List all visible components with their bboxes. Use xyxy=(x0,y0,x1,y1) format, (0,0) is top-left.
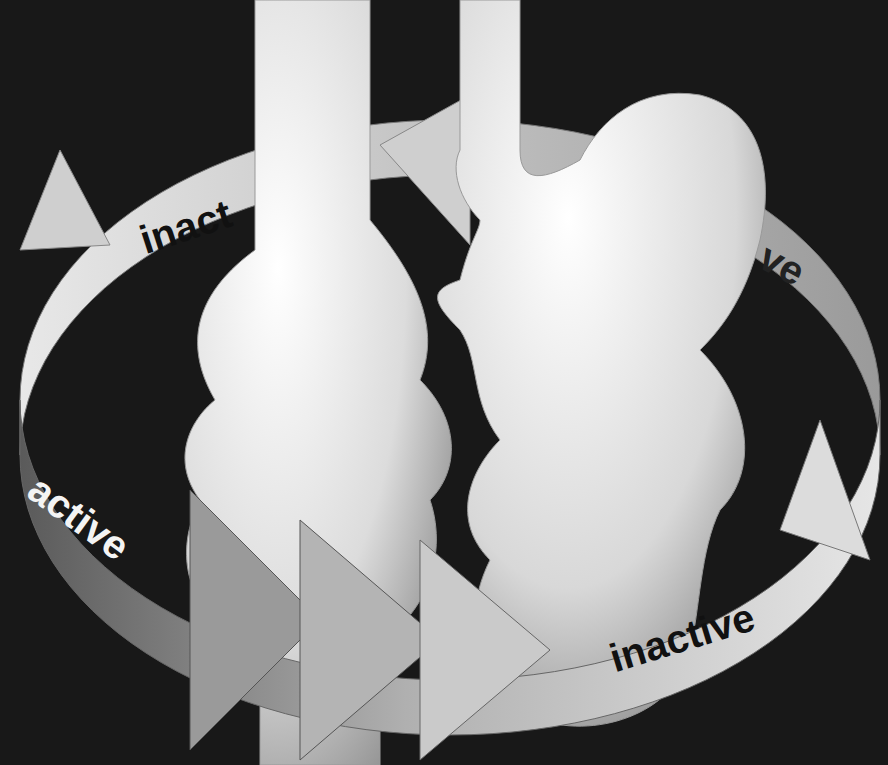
ribbon-arrowhead xyxy=(780,420,870,560)
protein-left xyxy=(185,0,451,765)
ribbon-arrowhead xyxy=(20,150,110,250)
ribbon-arrowhead xyxy=(300,520,440,760)
ribbon-arrowhead xyxy=(420,540,550,760)
